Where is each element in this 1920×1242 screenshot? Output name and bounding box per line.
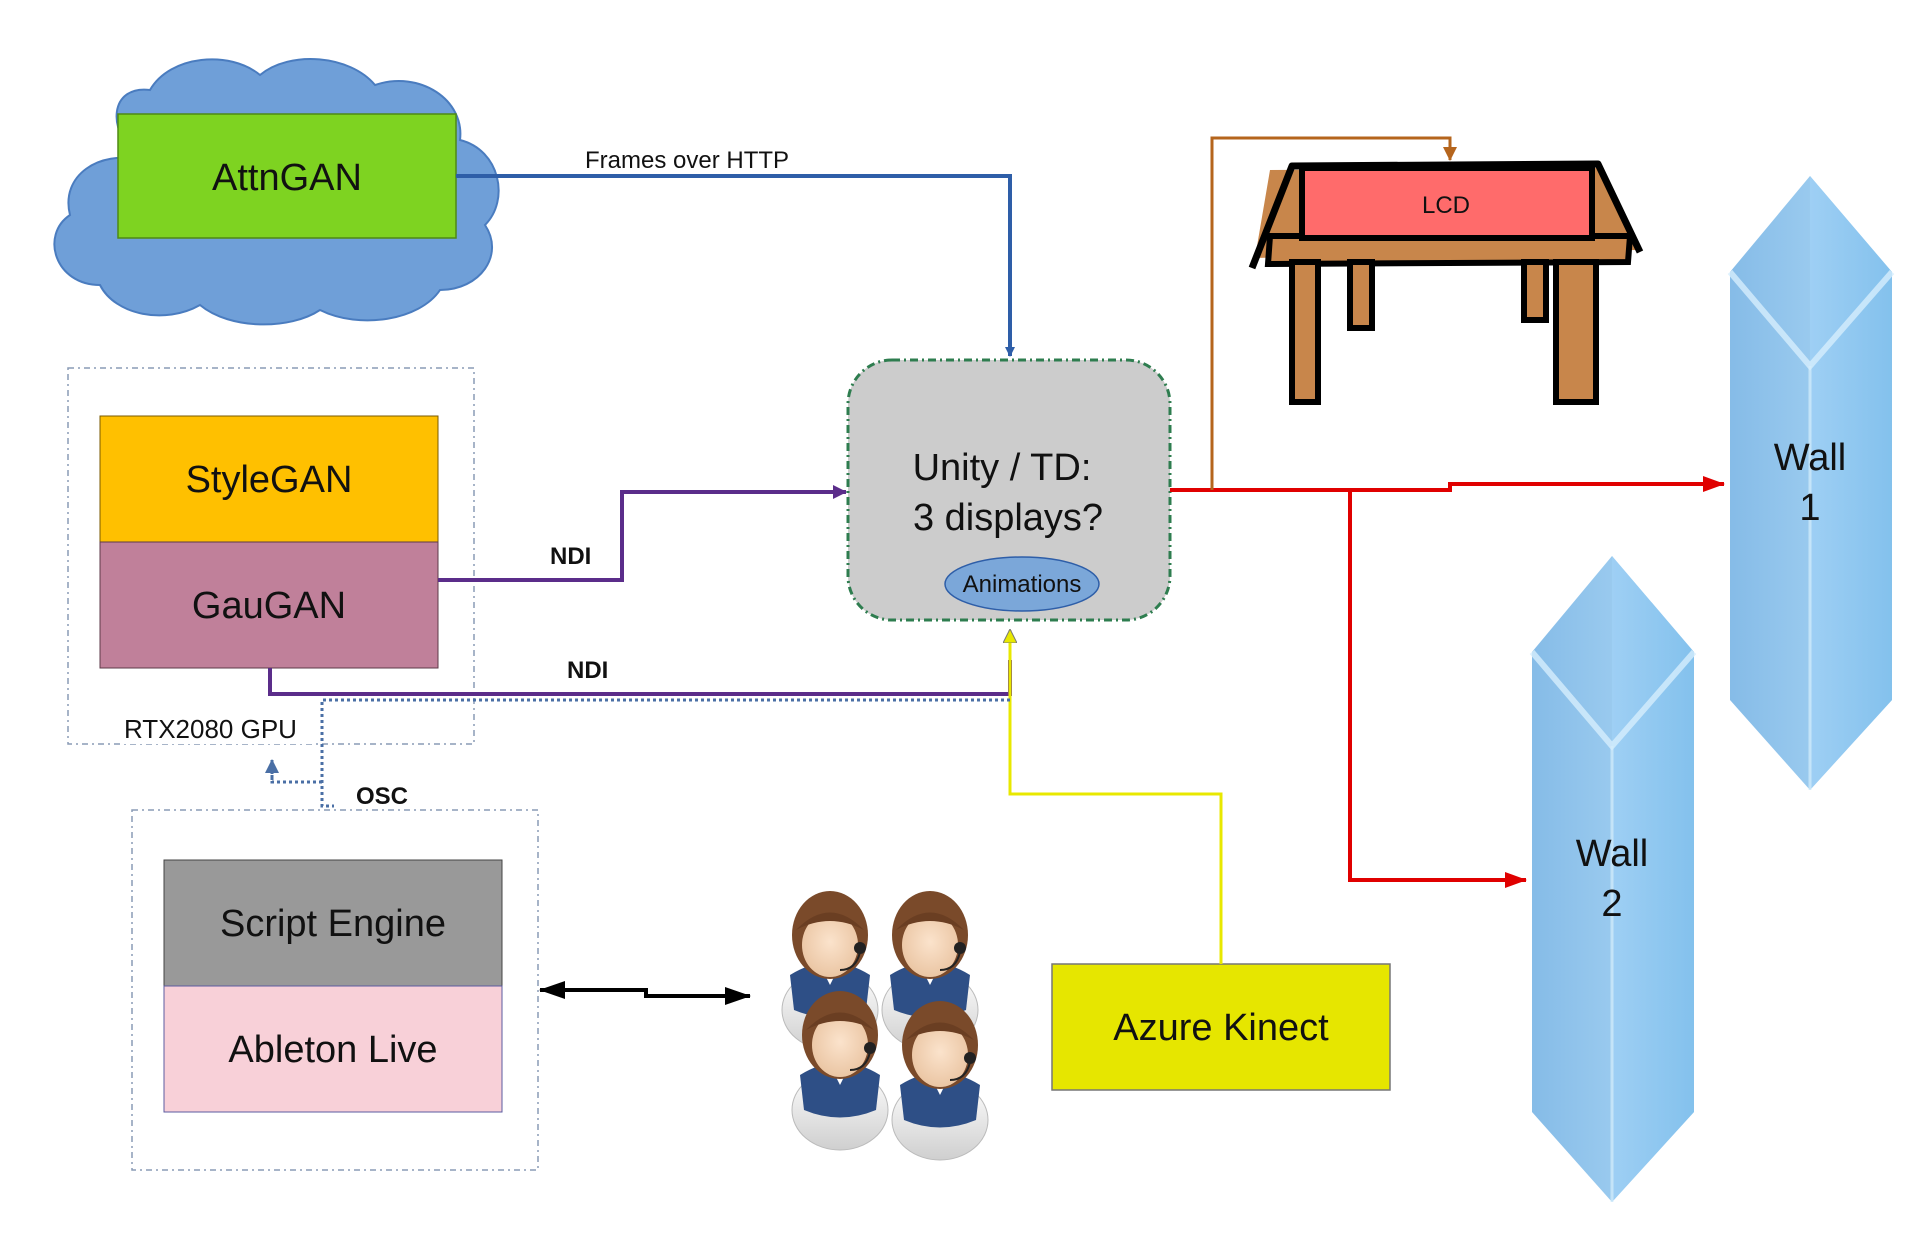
control-group-frame [131,809,539,1171]
unity-td-node: Unity / TD: 3 displays? Animations [846,358,1172,622]
edge-control-audience [539,981,751,1005]
stylegan-box: StyleGAN [99,415,439,543]
gpu-group-frame [67,367,475,745]
azure-kinect-label: Azure Kinect [1113,1007,1329,1049]
wall1-line2: 1 [1799,487,1820,529]
wall2-line2: 2 [1601,883,1622,925]
animations-ellipse [944,556,1100,612]
lcd-label: LCD [1422,192,1470,219]
edge-label-ndi-1: NDI [550,543,591,570]
gpu-group-label: RTX2080 GPU [124,714,297,744]
unity-title-line2: 3 displays? [913,497,1103,539]
edge-label-ndi-2: NDI [567,657,608,684]
edge-label-osc: OSC [356,783,408,810]
ableton-label: Ableton Live [228,1029,437,1071]
script-engine-box: Script Engine [163,859,503,987]
crystal-panel-icon: Wall 1 [1727,176,1895,790]
person-figure [791,991,889,1151]
edge-unity-wall1 [1170,476,1725,492]
edge-attngan-unity [456,174,1015,357]
edge-gaugan-unity-ndi [438,485,847,582]
people-group-icon [781,891,989,1161]
attngan-label: AttnGAN [212,157,362,199]
edge-unity-wall2 [1348,490,1527,888]
unity-title-line1: Unity / TD: [913,447,1092,489]
azure-kinect-box: Azure Kinect [1051,963,1391,1091]
ableton-box: Ableton Live [163,985,503,1113]
wall1-line1: Wall [1774,437,1846,479]
animations-label: Animations [963,571,1082,598]
edge-unity-lcd [1210,136,1457,490]
edge-label-frames-http: Frames over HTTP [585,147,789,174]
lcd-screen: LCD [1299,165,1595,241]
attngan-box: AttnGAN [117,113,457,239]
gaugan-box: GauGAN [99,541,439,669]
wall2-line1: Wall [1576,833,1648,875]
edge-osc [270,698,1010,808]
crystal-panel-icon: Wall 2 [1529,556,1697,1202]
script-engine-label: Script Engine [220,903,446,945]
stylegan-label: StyleGAN [186,459,353,501]
gpu-label-bg [122,710,316,744]
person-figure [891,1001,989,1161]
edge-kinect-unity [1010,630,1223,964]
gaugan-label: GauGAN [192,585,346,627]
